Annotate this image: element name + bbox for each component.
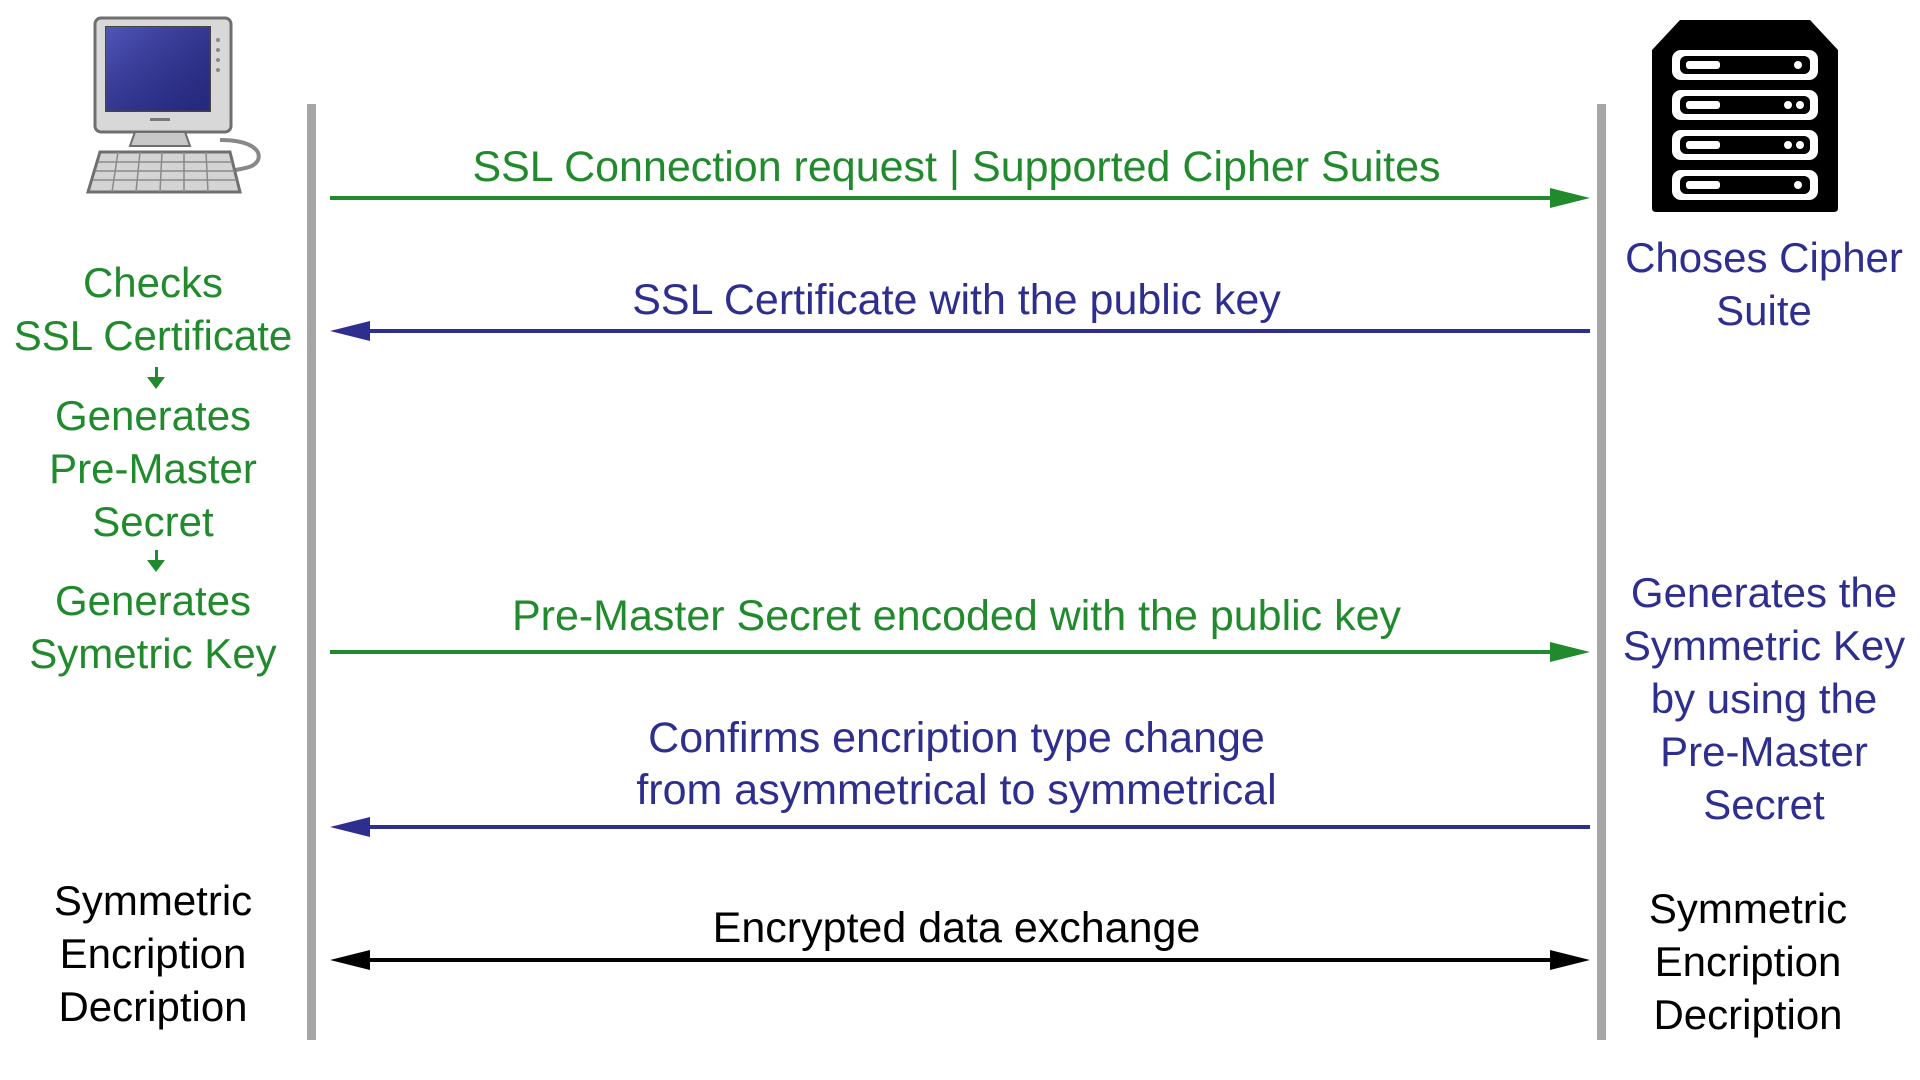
message-arrow-5 xyxy=(330,950,1590,970)
server-step-line: Pre-Master xyxy=(1660,728,1868,775)
message-arrow-2 xyxy=(330,321,1590,341)
server-step-chooses-cipher: Choses Cipher Suite xyxy=(1608,231,1920,337)
server-step-line: Secret xyxy=(1703,781,1825,828)
message-line: Confirms encription type change xyxy=(648,714,1265,762)
client-step-line: Checks xyxy=(82,259,224,306)
server-rack-icon xyxy=(1652,20,1838,212)
server-step-line: by using the xyxy=(1650,675,1878,722)
message-arrow-4 xyxy=(330,817,1590,837)
client-step-line: Generates xyxy=(54,577,252,624)
client-final-line: Decription xyxy=(58,983,248,1030)
client-final-state: Symmetric Encription Decription xyxy=(0,874,306,1033)
server-final-line: Decription xyxy=(1653,991,1843,1038)
client-step-line: Symetric Key xyxy=(29,630,277,677)
server-step-line: Generates the xyxy=(1630,569,1898,616)
client-step-generates-premaster: Generates Pre-Master Secret xyxy=(0,389,306,548)
message-line: SSL Connection request | Supported Ciphe… xyxy=(472,143,1441,191)
message-line: SSL Certificate with the public key xyxy=(632,276,1281,324)
client-step-line: Pre-Master xyxy=(49,445,257,492)
server-lifeline xyxy=(1597,104,1606,1040)
client-step-generates-symkey: Generates Symetric Key xyxy=(0,574,306,680)
message-arrow-3 xyxy=(330,642,1590,662)
client-step-checks-certificate: Checks SSL Certificate xyxy=(0,256,306,362)
server-final-state: Symmetric Encription Decription xyxy=(1608,882,1888,1041)
message-line: Encrypted data exchange xyxy=(712,904,1201,952)
message-label-2: SSL Certificate with the public key xyxy=(316,274,1597,326)
client-step-line: Secret xyxy=(92,498,214,545)
client-final-line: Symmetric xyxy=(53,877,253,924)
client-final-line: Encription xyxy=(59,930,247,977)
client-step-line: SSL Certificate xyxy=(13,312,293,359)
message-line: from asymmetrical to symmetrical xyxy=(636,766,1277,814)
message-label-1: SSL Connection request | Supported Ciphe… xyxy=(316,141,1597,193)
message-label-5: Encrypted data exchange xyxy=(316,902,1597,954)
desktop-computer-icon xyxy=(85,16,261,194)
client-step-line: Generates xyxy=(54,392,252,439)
server-step-generates-symkey: Generates the Symmetric Key by using the… xyxy=(1608,566,1920,831)
client-lifeline xyxy=(307,104,316,1040)
message-label-3: Pre-Master Secret encoded with the publi… xyxy=(316,590,1597,642)
server-final-line: Encription xyxy=(1654,938,1842,985)
server-step-line: Symmetric Key xyxy=(1622,622,1906,669)
message-label-4: Confirms encription type change from asy… xyxy=(316,712,1597,816)
message-arrow-1 xyxy=(330,188,1590,208)
server-step-line: Choses Cipher xyxy=(1625,234,1903,281)
server-step-line: Suite xyxy=(1716,287,1812,334)
server-final-line: Symmetric xyxy=(1648,885,1848,932)
message-line: Pre-Master Secret encoded with the publi… xyxy=(511,592,1402,640)
